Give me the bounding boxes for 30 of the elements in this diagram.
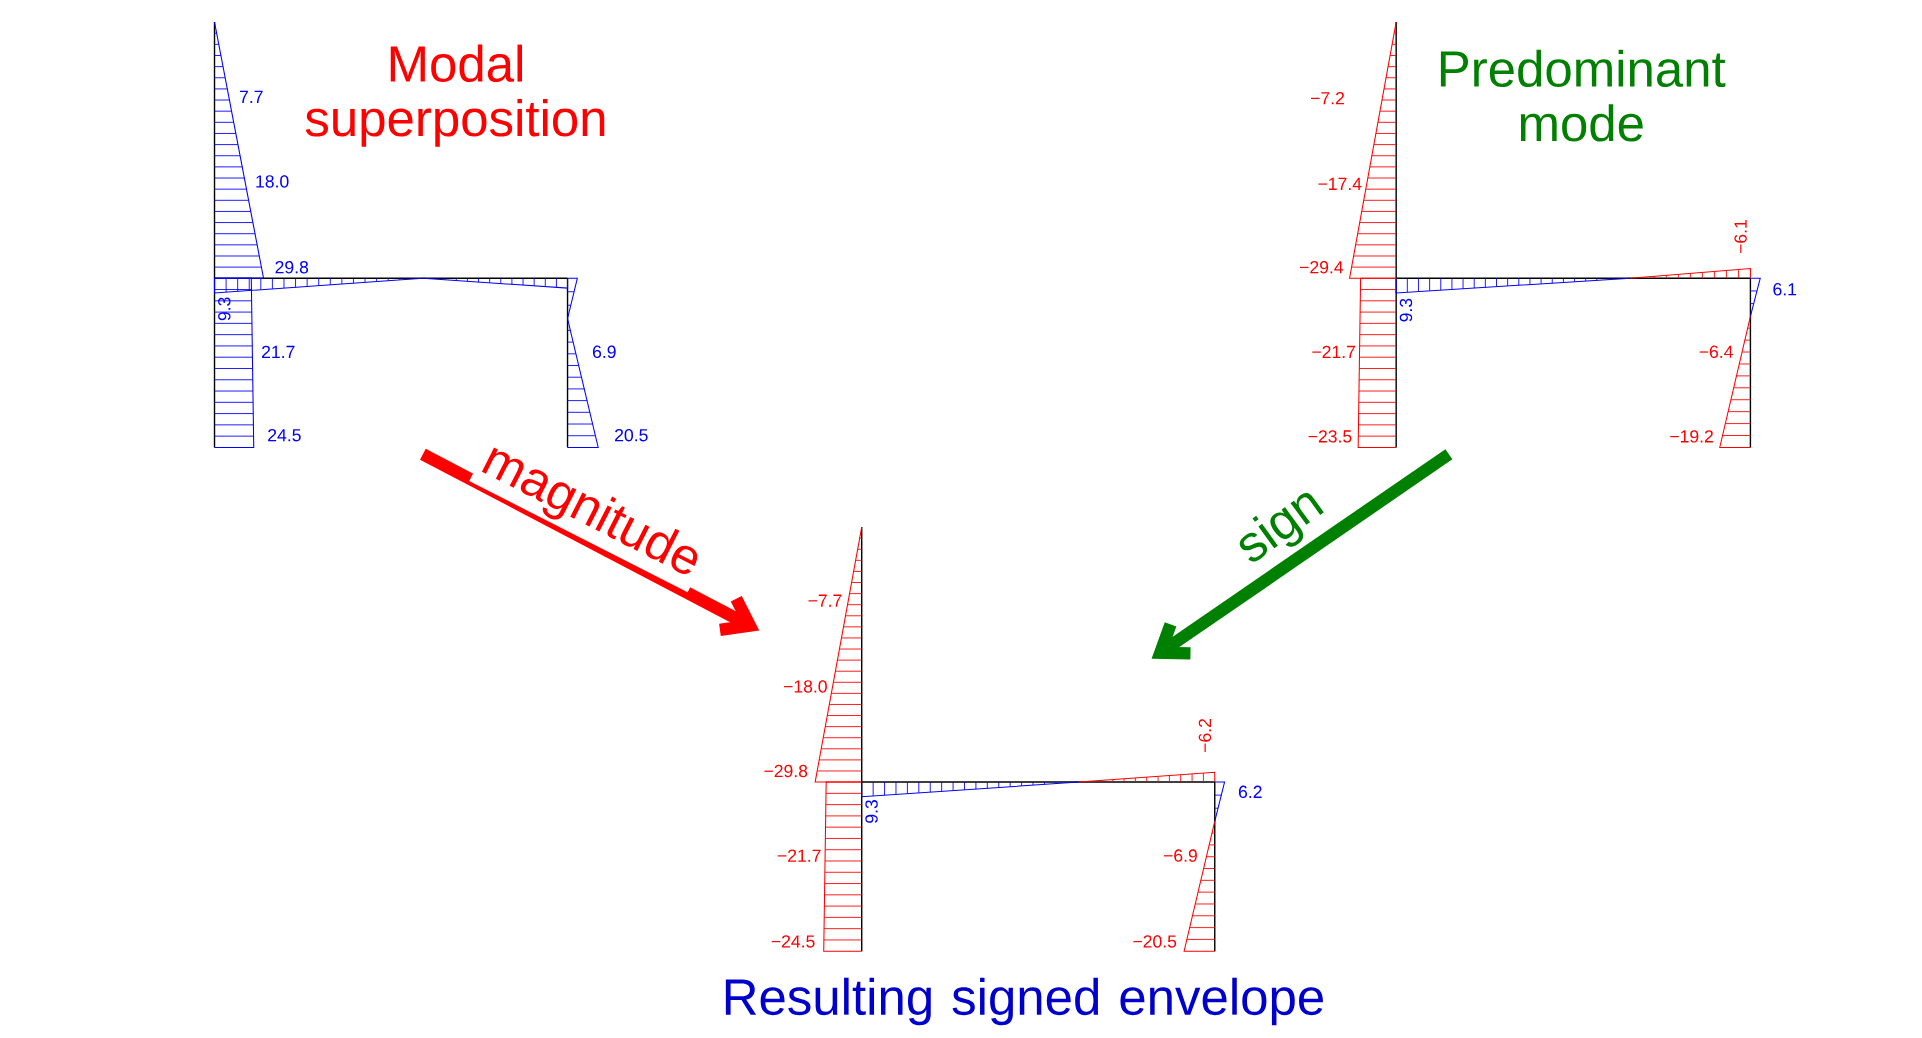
node-label: Predominant mode [1440, 49, 1726, 142]
value-label: 9.3 [1399, 298, 1413, 322]
value-label: −23.5 [1308, 430, 1352, 443]
value-label: −20.5 [1133, 935, 1177, 948]
value-label: −19.2 [1670, 430, 1713, 443]
value-label: −6.4 [1699, 345, 1733, 358]
value-label: −21.7 [1312, 345, 1355, 358]
value-label: 18.0 [256, 175, 289, 188]
arrow [1151, 449, 1453, 660]
value-label: 6.2 [1238, 785, 1262, 798]
value-label: −6.1 [1734, 219, 1747, 253]
value-label: 24.5 [268, 428, 301, 442]
node-label: Modal superposition [305, 44, 605, 147]
value-label: −17.4 [1318, 177, 1362, 190]
value-label: 6.9 [592, 345, 616, 358]
value-label: −18.0 [784, 680, 827, 693]
value-label: 9.3 [865, 799, 878, 823]
value-label: −29.8 [764, 764, 808, 778]
value-label: −6.9 [1163, 849, 1197, 862]
value-label: 21.7 [262, 345, 295, 358]
value-label: 7.7 [239, 90, 263, 103]
node-label: Resulting signed envelope [725, 977, 1323, 1026]
value-label: −24.5 [771, 935, 815, 948]
value-label: 9.3 [218, 297, 231, 321]
arrow [420, 448, 760, 636]
edge-label: sign [1239, 492, 1324, 562]
value-label: −7.7 [808, 594, 842, 607]
value-label: −21.7 [777, 849, 821, 862]
value-label: 29.8 [275, 260, 309, 274]
value-label: −6.2 [1198, 718, 1212, 752]
